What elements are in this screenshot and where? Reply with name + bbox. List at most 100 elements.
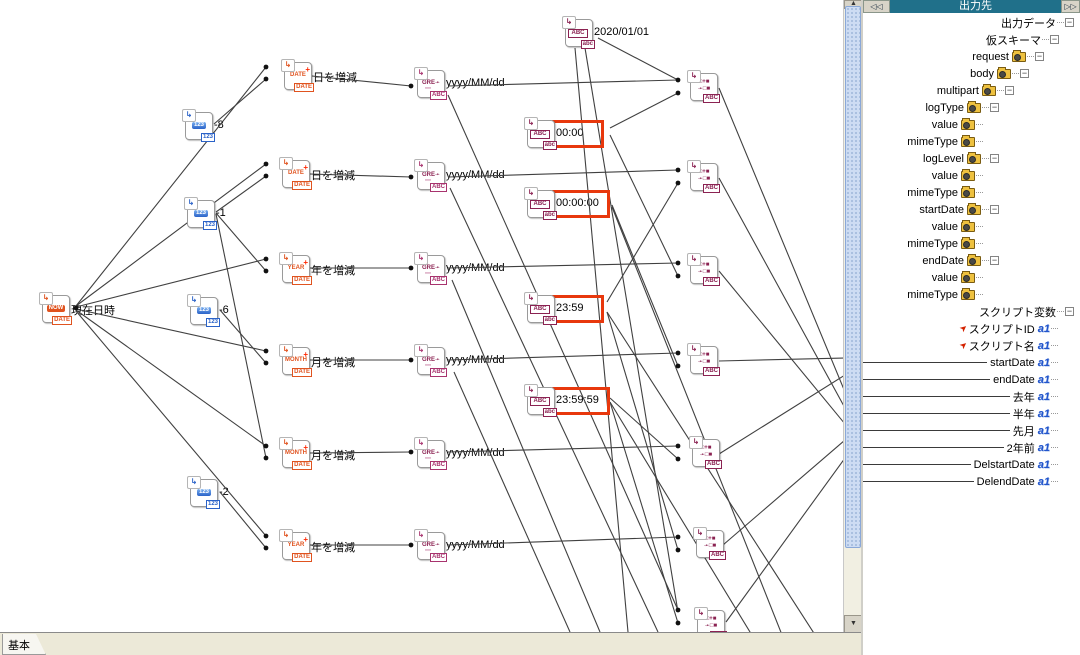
connection-dot xyxy=(408,357,414,363)
folder-icon xyxy=(961,185,975,198)
connection-dot xyxy=(263,173,269,179)
tree-row-value[interactable]: value xyxy=(863,218,1080,235)
node-concat-5[interactable]: ↳□+■➛□■ABC xyxy=(689,436,722,469)
connection-dot xyxy=(675,273,681,279)
connection-dot xyxy=(263,256,269,262)
string-constant-glyph: ABC xyxy=(568,29,588,38)
tree-row-logLevel[interactable]: logLevel − xyxy=(863,150,1080,167)
branch-arrow-icon: ↳ xyxy=(414,529,428,542)
collapse-toggle[interactable]: − xyxy=(990,255,999,265)
canvas-vertical-scrollbar[interactable]: ▲ ▼ xyxy=(843,0,863,633)
node-fmt-2[interactable]: ↳⋯GRE➛ABC xyxy=(414,159,447,192)
connection-dot xyxy=(263,360,269,366)
collapse-toggle[interactable]: − xyxy=(990,204,999,214)
node-fmt-3[interactable]: ↳⋯GRE➛ABC xyxy=(414,252,447,285)
tree-row-mimeType[interactable]: mimeType xyxy=(863,133,1080,150)
collapse-panel-button[interactable]: ◁◁ xyxy=(863,0,890,13)
collapse-toggle[interactable]: − xyxy=(1050,34,1059,44)
abc-badge: ABC xyxy=(703,277,720,286)
node-concat-7[interactable]: ↳□+■➛□■ABC xyxy=(694,607,727,632)
tree-connector xyxy=(1051,327,1058,330)
tab-basic[interactable]: 基本 xyxy=(2,634,46,655)
connection-dot xyxy=(675,180,681,186)
tree-row-スクリプト変数[interactable]: スクリプト変数− xyxy=(863,303,1080,320)
tree-node-label: logLevel xyxy=(923,152,964,165)
mapping-edge xyxy=(609,401,679,624)
tree-connector xyxy=(1042,38,1049,41)
node-fmt-5[interactable]: ↳⋯GRE➛ABC xyxy=(414,437,447,470)
scrollbar-thumb[interactable] xyxy=(845,6,861,548)
tree-row-出力データ[interactable]: 出力データ− xyxy=(863,14,1080,31)
collapse-toggle[interactable]: − xyxy=(1005,85,1014,95)
branch-arrow-icon: ↳ xyxy=(562,16,576,29)
node-concat-1[interactable]: ↳□+■➛□■ABC xyxy=(687,70,720,103)
node-fmt-1[interactable]: ↳⋯GRE➛ABC xyxy=(414,67,447,100)
gear-icon xyxy=(963,240,970,248)
connection-dot xyxy=(675,260,681,266)
collapse-toggle[interactable]: − xyxy=(990,102,999,112)
tree-row-startDate[interactable]: startDate − xyxy=(863,201,1080,218)
node-inc-year-1[interactable]: ↳YEAR+DATE xyxy=(279,252,312,285)
tree-row-mimeType[interactable]: mimeType xyxy=(863,286,1080,303)
tree-row-request[interactable]: request− xyxy=(863,48,1080,65)
bottom-tab-strip: 基本 xyxy=(0,632,861,655)
node-concat-6[interactable]: ↳□+■➛□■ABC xyxy=(693,527,726,560)
collapse-toggle[interactable]: − xyxy=(1035,51,1044,61)
mapping-lead-line xyxy=(863,413,1010,414)
collapse-toggle[interactable]: − xyxy=(1020,68,1029,78)
node-inc-month-2[interactable]: ↳MONTH+DATE xyxy=(279,437,312,470)
tree-node-label: multipart xyxy=(936,84,979,97)
node-inc-year-2[interactable]: ↳YEAR+DATE xyxy=(279,529,312,562)
tree-row-endDate[interactable]: endDate− xyxy=(863,252,1080,269)
tree-row-multipart[interactable]: multipart − xyxy=(863,82,1080,99)
node-concat-3[interactable]: ↳□+■➛□■ABC xyxy=(687,253,720,286)
node-inc-day-1[interactable]: ↳DATE+DATE xyxy=(281,59,314,92)
tree-row-mimeType[interactable]: mimeType xyxy=(863,184,1080,201)
format-glyph: ⋯GRE➛ xyxy=(421,450,441,462)
folder-icon xyxy=(961,270,975,283)
tree-row-body[interactable]: body− xyxy=(863,65,1080,82)
tree-node-label: startDate xyxy=(919,203,964,216)
expand-panel-button[interactable]: ▷▷ xyxy=(1061,0,1080,13)
tree-row-value[interactable]: value xyxy=(863,116,1080,133)
tree-row-value[interactable]: value xyxy=(863,269,1080,286)
node-concat-4[interactable]: ↳□+■➛□■ABC xyxy=(687,343,720,376)
node-fmt-4[interactable]: ↳⋯GRE➛ABC xyxy=(414,344,447,377)
collapse-toggle[interactable]: − xyxy=(990,153,999,163)
collapse-toggle[interactable]: − xyxy=(1065,306,1074,316)
connection-dot xyxy=(263,443,269,449)
collapse-toggle[interactable]: − xyxy=(1065,17,1074,27)
node-inc-day-2[interactable]: ↳DATE+DATE xyxy=(279,157,312,190)
node-label: -6 xyxy=(219,304,229,316)
branch-arrow-icon: ↳ xyxy=(182,109,196,122)
tree-row-logType[interactable]: logType− xyxy=(863,99,1080,116)
node-fmt-6[interactable]: ↳⋯GRE➛ABC xyxy=(414,529,447,562)
node-concat-2[interactable]: ↳□+■➛□■ABC xyxy=(687,160,720,193)
node-inc-month-1[interactable]: ↳MONTH+DATE xyxy=(279,344,312,377)
branch-arrow-icon: ↳ xyxy=(689,436,703,449)
tree-row-value[interactable]: value xyxy=(863,167,1080,184)
tree-row-mimeType[interactable]: mimeType xyxy=(863,235,1080,252)
tree-row-仮スキーマ[interactable]: 仮スキーマ− xyxy=(863,31,1080,48)
